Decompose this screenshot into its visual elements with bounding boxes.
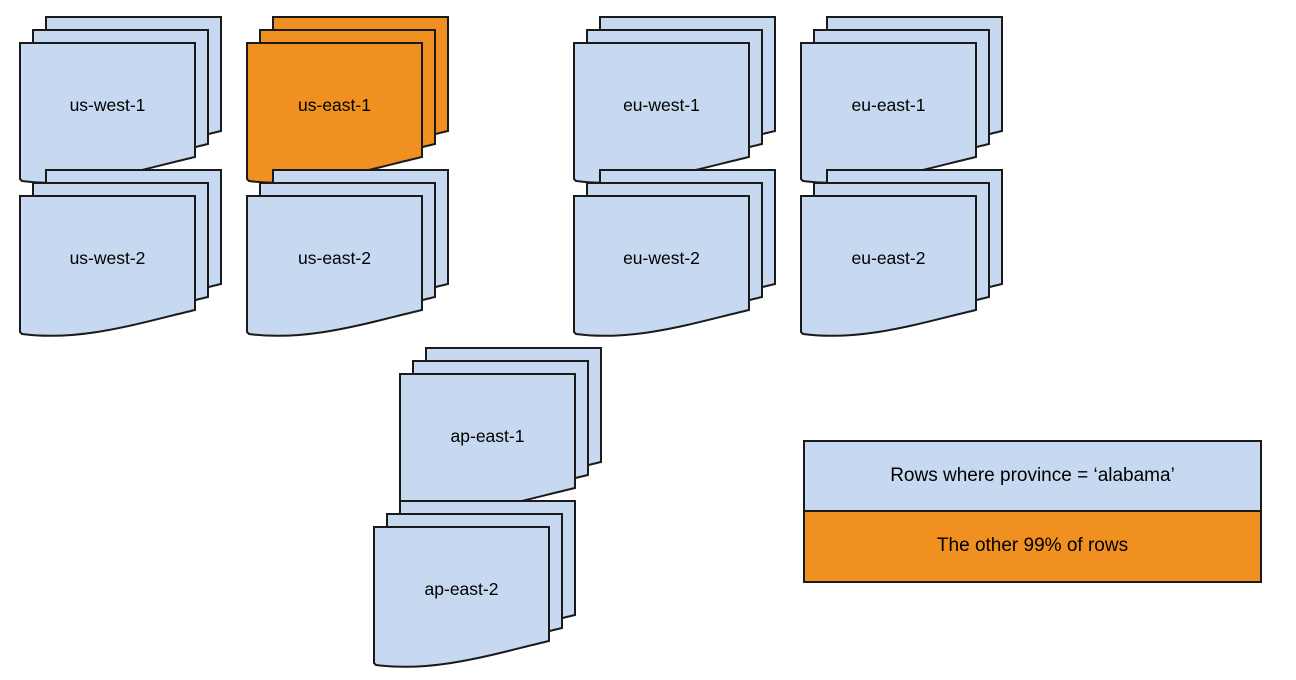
legend-item-blue: Rows where province = ‘alabama’ [805,442,1260,512]
document-sheet-front [373,526,550,668]
document-stack-us-east-2[interactable]: us-east-2 [246,169,467,337]
document-sheet-front [800,42,977,184]
legend-item-orange-label: The other 99% of rows [936,535,1129,557]
document-stack-eu-east-2[interactable]: eu-east-2 [800,169,1021,337]
document-stack-shape [373,500,576,668]
document-stack-shape [246,16,449,184]
document-sheet-front [573,42,750,184]
document-sheet-front [246,195,423,337]
document-stack-shape [246,169,449,337]
document-stack-us-west-2[interactable]: us-west-2 [19,169,240,337]
document-stack-shape [19,16,222,184]
document-stack-shape [573,169,776,337]
document-sheet-front [573,195,750,337]
document-stack-shape [573,16,776,184]
document-sheet-front [800,195,977,337]
legend-item-orange: The other 99% of rows [805,511,1260,581]
document-sheet-front [19,42,196,184]
document-stack-ap-east-2[interactable]: ap-east-2 [373,500,594,668]
document-stack-us-east-1[interactable]: us-east-1 [246,16,467,184]
document-stack-shape [19,169,222,337]
legend: Rows where province = ‘alabama’ The othe… [803,440,1262,583]
document-stack-us-west-1[interactable]: us-west-1 [19,16,240,184]
document-sheet-front [246,42,423,184]
document-stack-shape [800,169,1003,337]
document-stack-shape [800,16,1003,184]
legend-item-blue-label: Rows where province = ‘alabama’ [890,464,1175,486]
document-stack-eu-west-2[interactable]: eu-west-2 [573,169,794,337]
document-sheet-front [19,195,196,337]
document-stack-shape [399,347,602,515]
document-stack-eu-east-1[interactable]: eu-east-1 [800,16,1021,184]
document-stack-ap-east-1[interactable]: ap-east-1 [399,347,620,515]
document-sheet-front [399,373,576,515]
document-stack-eu-west-1[interactable]: eu-west-1 [573,16,794,184]
